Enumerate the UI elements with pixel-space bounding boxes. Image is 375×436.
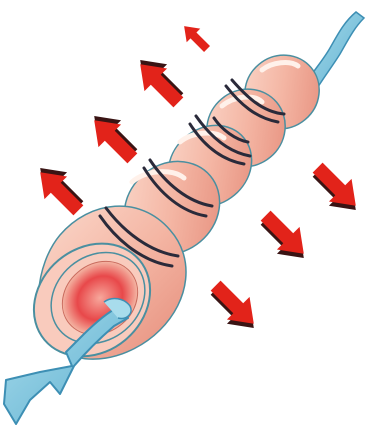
red-arrow-icon: [304, 156, 369, 221]
red-arrow-icon: [177, 19, 213, 55]
red-arrow-icon: [252, 204, 317, 269]
red-arrow-icon: [27, 157, 92, 222]
red-arrow-icon: [202, 274, 267, 339]
red-arrow-icon: [81, 105, 146, 170]
red-arrow-icon: [127, 49, 192, 114]
